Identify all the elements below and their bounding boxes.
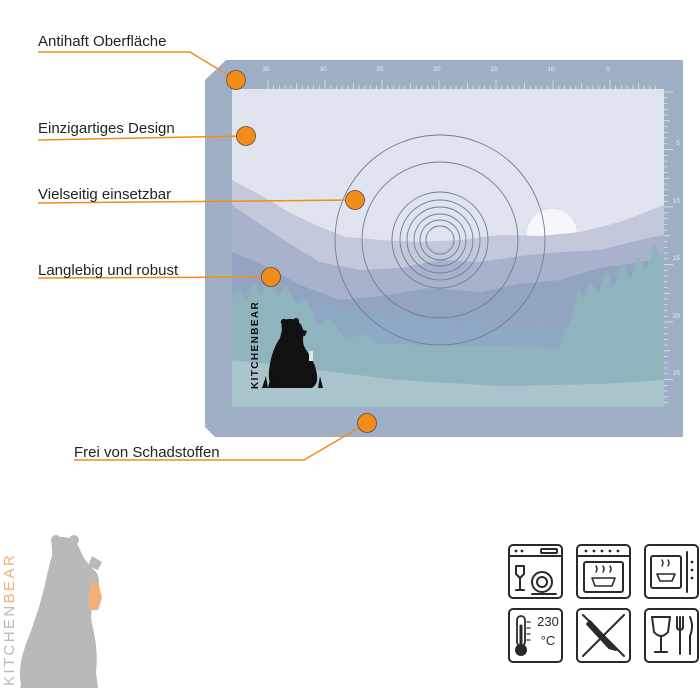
ruler-right-label: 5 [676,140,680,147]
logo-bear-ear [69,535,79,545]
logo-bear-snout [88,556,102,570]
temperature-230-icon [508,608,563,663]
callout-label-pollutant-free: Frei von Schadstoffen [74,444,220,461]
logo-bear-ear [51,535,61,545]
ruler-top-label: 10 [547,66,555,73]
bear-snout [298,329,307,336]
ruler-top [267,80,656,89]
circle-guide-7 [419,219,461,261]
ruler-right-label: 15 [673,255,681,262]
circle-guide-4 [399,199,481,281]
brand-logo-bear [19,535,102,688]
callout-line-2 [37,135,247,141]
callout-dot-1 [226,70,246,90]
callout-dot-4 [261,267,281,287]
temperature-number: 230 [537,614,559,629]
mountain-landscape [232,180,664,407]
callout-dot-5 [357,413,377,433]
brand-logo-text-kitchen: KITCHEN [1,603,18,686]
brand-logo: KITCHENBEAR [1,535,102,688]
ruler-right-label: 10 [673,198,681,205]
callout-dot-2 [236,126,256,146]
temperature-unit: °C [541,633,556,648]
ruler-right [664,91,673,403]
logo-grass [20,664,94,688]
ruler-top-label: 25 [376,66,384,73]
circle-guide-3 [391,191,489,289]
bear-ear [280,318,288,326]
ruler-right-labels: 5 10 15 20 25 [673,140,681,377]
measurement-circles [334,134,546,346]
bear-ear [293,318,299,324]
callout-label-design: Einzigartiges Design [38,120,175,137]
callout-line-4 [37,276,272,279]
ruler-top-label: 30 [319,66,327,73]
callout-line-3 [37,199,356,204]
food-safe-icon [644,608,699,663]
callout-label-nonstick: Antihaft Oberfläche [38,33,167,50]
logo-bottle [88,582,102,610]
usage-icons: 230 °C [508,544,699,663]
circle-guide-6 [413,213,467,267]
ruler-right-label: 20 [673,313,681,320]
bear-body [268,318,318,388]
callout-dot-3 [345,190,365,210]
circle-guide-2 [361,161,519,319]
callout-label-durable: Langlebig und robust [38,262,179,279]
circle-guide-1 [334,134,546,346]
callout-label-versatile: Vielseitig einsetzbar [38,186,172,203]
ruler-right-label: 25 [673,370,681,377]
brand-logo-text: KITCHENBEAR [1,553,18,686]
ruler-top-label: 35 [262,66,270,73]
grass-tufts [262,370,323,388]
baking-mat: 35 30 25 20 15 10 5 5 10 15 20 25 [205,60,683,437]
ruler-top-label: 20 [433,66,441,73]
mat-brand-text: KITCHENBEAR [250,301,261,389]
no-knife-icon [576,608,631,663]
callout-line-1 [38,51,237,81]
callout-line-5 [74,422,368,461]
bear-bottle [309,351,313,361]
dishwasher-icon [508,544,563,599]
forest-green [232,244,664,407]
circle-guide-5 [406,206,474,274]
brand-logo-text-bear: BEAR [1,553,18,603]
oven-icon [576,544,631,599]
ruler-top-labels: 35 30 25 20 15 10 5 [262,66,610,73]
circle-guide-8 [425,225,455,255]
ruler-top-label: 5 [606,66,610,73]
callout-dots [226,70,377,433]
callout-lines [37,51,368,461]
microwave-icon [644,544,699,599]
bear-silhouette [262,318,323,388]
ruler-top-label: 15 [490,66,498,73]
meadow [232,360,664,407]
